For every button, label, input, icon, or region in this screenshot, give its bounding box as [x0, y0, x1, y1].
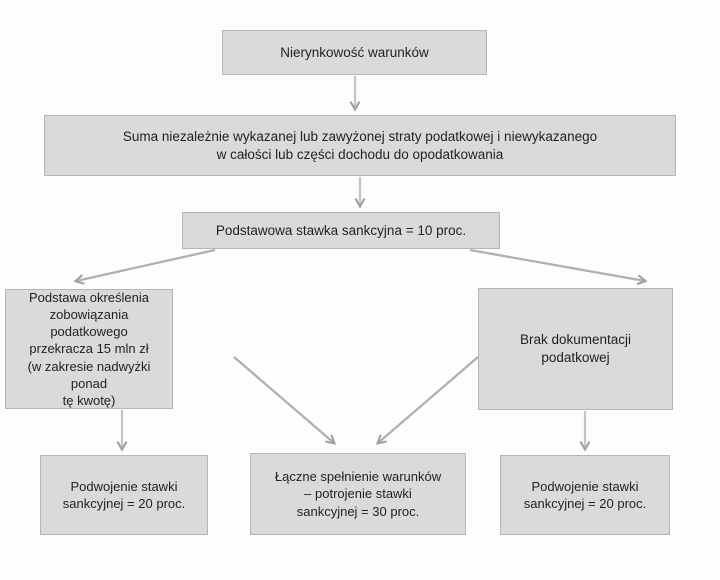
- node-brak-dokumentacji-podatkowej[interactable]: Brak dokumentacji podatkowej: [478, 288, 673, 410]
- edge-base-rate-to-no-docs: [469, 248, 645, 281]
- node-suma-straty-podatkowej[interactable]: Suma niezależnie wykazanej lub zawyżonej…: [44, 115, 676, 176]
- node-nierynkowosc-warunkow[interactable]: Nierynkowość warunków: [222, 30, 487, 75]
- node-podstawowa-stawka-sankcyjna[interactable]: Podstawowa stawka sankcyjna = 10 proc.: [182, 212, 500, 249]
- node-laczne-spelnienie-potrojenie[interactable]: Łączne spełnienie warunków – potrojenie …: [250, 453, 466, 535]
- edge-threshold-to-triple: [233, 356, 334, 443]
- node-podwojenie-stawki-lewy[interactable]: Podwojenie stawki sankcyjnej = 20 proc.: [40, 455, 208, 535]
- edge-no-docs-to-triple: [378, 356, 479, 443]
- edge-base-rate-to-threshold: [76, 248, 216, 281]
- node-podwojenie-stawki-prawy[interactable]: Podwojenie stawki sankcyjnej = 20 proc.: [500, 455, 670, 535]
- node-podstawa-przekracza-15-mln[interactable]: Podstawa określenia zobowiązania podatko…: [5, 289, 173, 409]
